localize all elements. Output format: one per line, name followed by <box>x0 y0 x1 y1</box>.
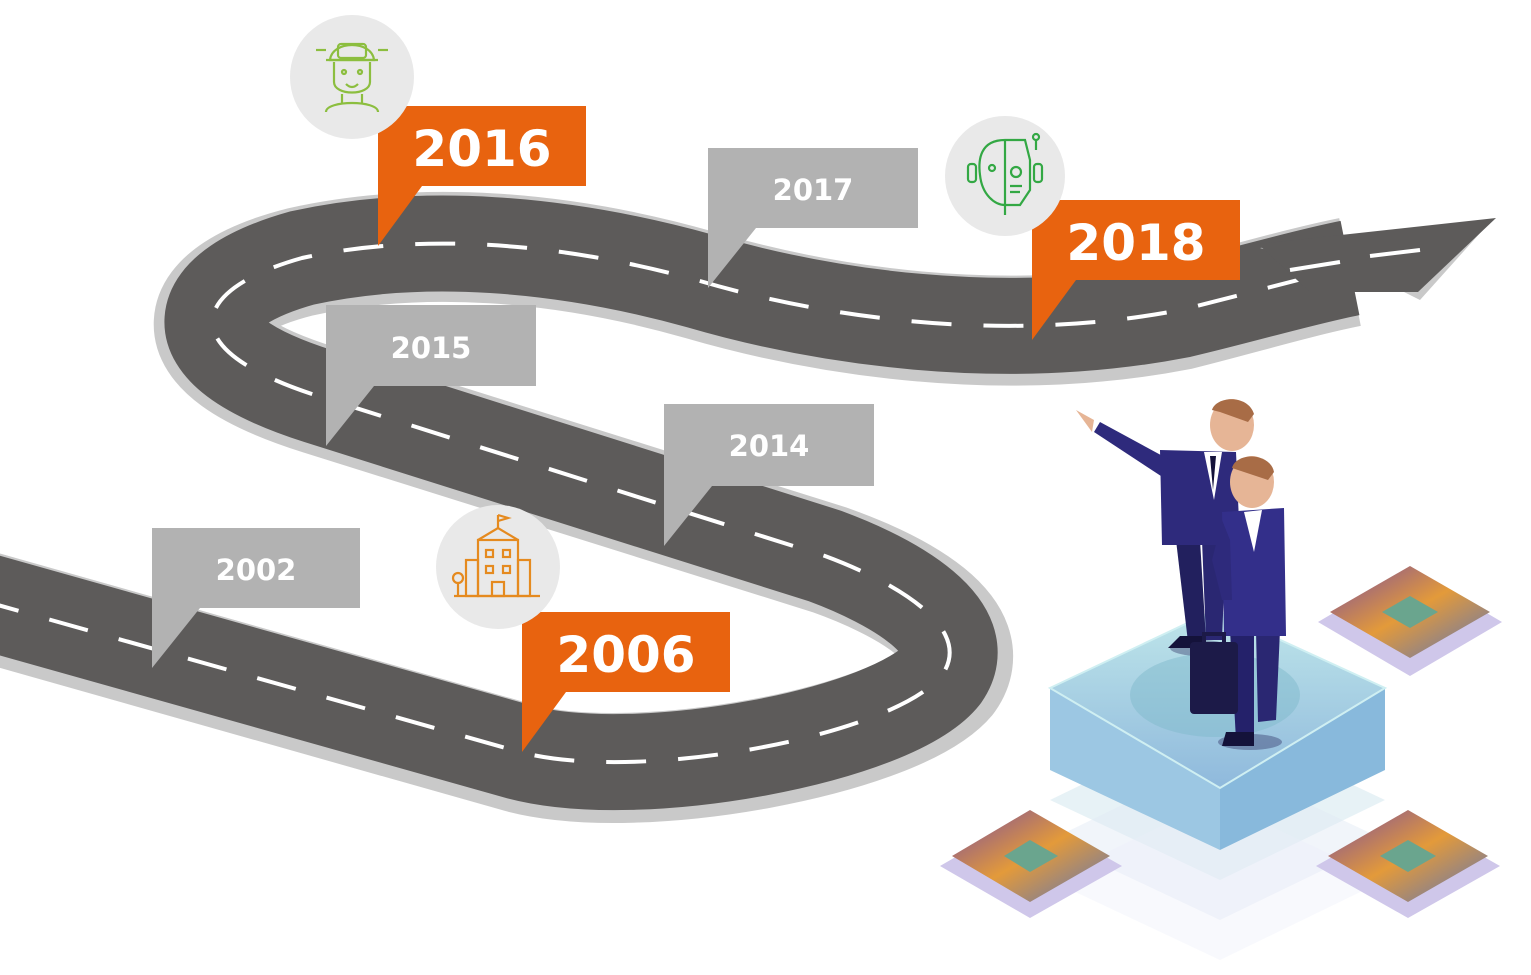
milestone-2016: 2016 <box>378 106 586 246</box>
chip-bottom-right <box>1316 810 1500 918</box>
milestone-label: 2018 <box>1066 214 1205 272</box>
engineer-hardhat-icon <box>290 15 414 139</box>
chip-top-right <box>1318 566 1502 676</box>
businessman-with-briefcase <box>1190 456 1286 750</box>
milestone-2018: 2018 <box>1032 200 1240 340</box>
chip-bottom-left <box>940 810 1122 918</box>
milestone-2002: 2002 <box>152 528 360 668</box>
businessman-pointing <box>1076 399 1254 656</box>
milestone-2006: 2006 <box>522 612 730 752</box>
milestone-2014: 2014 <box>664 404 874 546</box>
road <box>0 191 1496 823</box>
milestone-label: 2006 <box>556 626 695 684</box>
milestone-label: 2016 <box>412 120 551 178</box>
robot-human-face-icon <box>945 116 1065 236</box>
milestone-2015: 2015 <box>326 305 536 446</box>
milestone-2017: 2017 <box>708 148 918 288</box>
milestone-label: 2002 <box>216 553 297 587</box>
milestone-label: 2015 <box>391 331 472 365</box>
school-building-icon <box>436 505 560 629</box>
milestone-label: 2014 <box>729 429 810 463</box>
milestone-label: 2017 <box>773 173 854 207</box>
